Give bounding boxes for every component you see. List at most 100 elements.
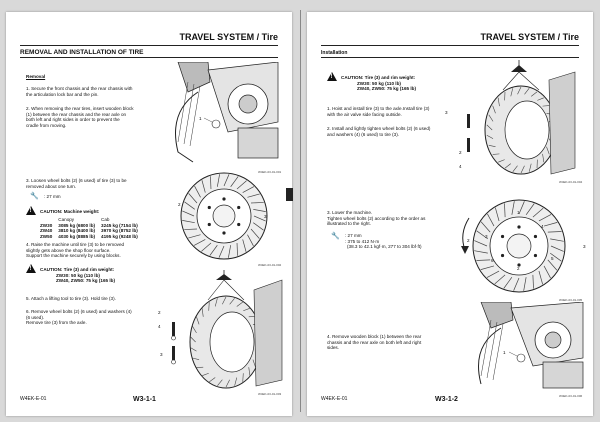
callout-bolt: 2 bbox=[178, 202, 181, 207]
tread-mark bbox=[486, 270, 500, 278]
figure-remove-block bbox=[478, 302, 584, 389]
torque-value-alt: (38.3 to 42.1 kgf·m, 277 to 304 lbf·ft) bbox=[347, 244, 422, 250]
step-2-line-4: cradle from moving. bbox=[26, 122, 67, 128]
torque-size: : 27 mm bbox=[345, 233, 362, 238]
table-row: ZW50 4030 kg (8885 lb) 4195 kg (9248 lb) bbox=[40, 234, 144, 240]
caution-line: ZW40, ZW50: 75 kg (165 lb) bbox=[357, 86, 416, 92]
page-number: W3-1-2 bbox=[435, 396, 458, 403]
tread-mark bbox=[202, 372, 209, 376]
tread-mark bbox=[250, 228, 260, 239]
step-4: 4. Raise the machine until tire (3) to b… bbox=[26, 242, 124, 259]
tread-mark bbox=[194, 185, 201, 198]
step-1-line-1: 1. Secure the front chassis and the rear… bbox=[26, 86, 133, 91]
tread-mark bbox=[543, 265, 551, 279]
tread-mark bbox=[223, 174, 230, 187]
step-3: 3. Loosen wheel bolts (2) (6 used) of ti… bbox=[26, 178, 127, 189]
tread-mark bbox=[547, 231, 562, 233]
tread-mark bbox=[520, 165, 525, 174]
tread-mark bbox=[476, 259, 491, 261]
table-cell: ZW30 bbox=[40, 222, 53, 228]
step-2-line-2: and washers (4) (6 used) to tire (3). bbox=[327, 131, 399, 137]
tread-mark bbox=[192, 357, 200, 360]
wheel-bolt bbox=[517, 225, 521, 229]
wheel-bolt bbox=[207, 222, 211, 227]
tread-mark bbox=[242, 373, 244, 382]
step-2-line-2: (1) between the rear chassis and the rea… bbox=[26, 111, 127, 117]
tread-mark bbox=[188, 234, 201, 239]
tread-mark bbox=[196, 316, 200, 325]
wheel-bolt bbox=[237, 222, 241, 227]
tread-mark bbox=[486, 124, 493, 131]
figure-code: W4EK-03-01-003 bbox=[258, 392, 282, 396]
tread-mark bbox=[201, 180, 206, 193]
tread-mark bbox=[476, 230, 489, 240]
tread-mark bbox=[546, 146, 550, 155]
torque-spec: : 27 mm : 375 to 412 N·m (38.3 to 42.1 k… bbox=[345, 233, 422, 250]
figure-code: W4EK-03-01-005 bbox=[559, 298, 583, 302]
page-header: TRAVEL SYSTEM / Tire bbox=[179, 32, 278, 42]
tread-mark bbox=[248, 367, 251, 376]
step-3-line-1: 3. Lower the machine. bbox=[327, 210, 373, 215]
step-4-line-2: chassis and the rear axle on both left a… bbox=[327, 339, 422, 345]
tread-mark bbox=[201, 308, 204, 317]
step-4-line-2: slightly gets above the shop floor surfa… bbox=[26, 247, 111, 253]
tread-mark bbox=[253, 208, 266, 212]
tread-mark bbox=[503, 276, 513, 289]
tread-mark bbox=[225, 379, 230, 388]
tread-mark bbox=[253, 215, 266, 222]
figure-code: W4EK-03-01-006 bbox=[559, 394, 583, 398]
step-2-line-1: 2. When removing the rear tires, insert … bbox=[26, 106, 134, 111]
table-cell: ZW40 bbox=[40, 228, 53, 234]
step-4-line-3: Support the machine securely by using bl… bbox=[26, 253, 121, 259]
step-1: 1. Secure the front chassis and the rear… bbox=[26, 86, 132, 97]
wheel-bolt bbox=[517, 263, 521, 267]
tread-mark bbox=[524, 88, 530, 95]
tread-mark bbox=[494, 274, 506, 285]
tread-mark bbox=[488, 114, 494, 122]
wheel-bolt bbox=[222, 197, 226, 201]
section-tab-marker bbox=[286, 188, 293, 201]
order-number: 1 bbox=[517, 210, 520, 215]
tread-mark bbox=[247, 234, 254, 247]
tread-mark bbox=[532, 207, 544, 218]
table-cell: ZW50 bbox=[40, 233, 53, 239]
step-3: 3. Lower the machine. Tighten wheel bolt… bbox=[327, 210, 425, 227]
caution-line: ZW40, ZW50: 75 kg (165 lb) bbox=[56, 278, 115, 284]
tread-mark bbox=[550, 238, 564, 242]
header-rule bbox=[20, 45, 278, 46]
tread-mark bbox=[474, 250, 488, 254]
tread-mark bbox=[480, 265, 495, 270]
tread-mark bbox=[247, 193, 260, 198]
tread-mark bbox=[236, 243, 238, 256]
tread-mark bbox=[537, 97, 544, 101]
tread-mark bbox=[549, 252, 562, 262]
footer-code: W4EK-E-01 bbox=[20, 396, 47, 402]
tread-mark bbox=[550, 245, 564, 252]
tread-mark bbox=[538, 270, 543, 285]
torque-value: : 375 to 412 N·m bbox=[345, 238, 380, 244]
tread-mark bbox=[488, 144, 496, 148]
table-cell: 3810 kg (8400 lb) bbox=[58, 228, 96, 234]
section-title: REMOVAL AND INSTALLATION OF TIRE bbox=[20, 49, 144, 56]
right-page: TRAVEL SYSTEM / Tire Installation CAUTIO… bbox=[307, 12, 593, 416]
order-number: 5 bbox=[551, 256, 554, 261]
footer-code: W4EK-E-01 bbox=[321, 396, 348, 402]
tread-mark bbox=[251, 202, 264, 204]
tread-mark bbox=[528, 163, 532, 172]
table-header-row: Canopy Cab bbox=[40, 217, 144, 223]
tread-mark bbox=[487, 213, 495, 227]
step-3-line-1: 3. Loosen wheel bolts (2) (6 used) of ti… bbox=[26, 178, 127, 183]
step-1-line-1: 1. Hoist and install tire (3) to the axl… bbox=[327, 106, 430, 111]
tread-mark bbox=[216, 174, 220, 187]
tread-mark bbox=[511, 201, 515, 215]
tread-mark bbox=[184, 201, 195, 210]
tread-mark bbox=[230, 176, 239, 187]
wrench-icon: 🔧 bbox=[331, 233, 340, 240]
page-gutter bbox=[300, 10, 301, 412]
step-2-line-1: 2. Install and lightly tighten wheel bol… bbox=[327, 126, 431, 131]
tread-mark bbox=[242, 186, 255, 193]
tread-mark bbox=[228, 245, 232, 258]
tread-mark bbox=[208, 302, 210, 311]
tread-mark bbox=[188, 193, 198, 204]
callout-tire: 3 bbox=[160, 352, 163, 357]
